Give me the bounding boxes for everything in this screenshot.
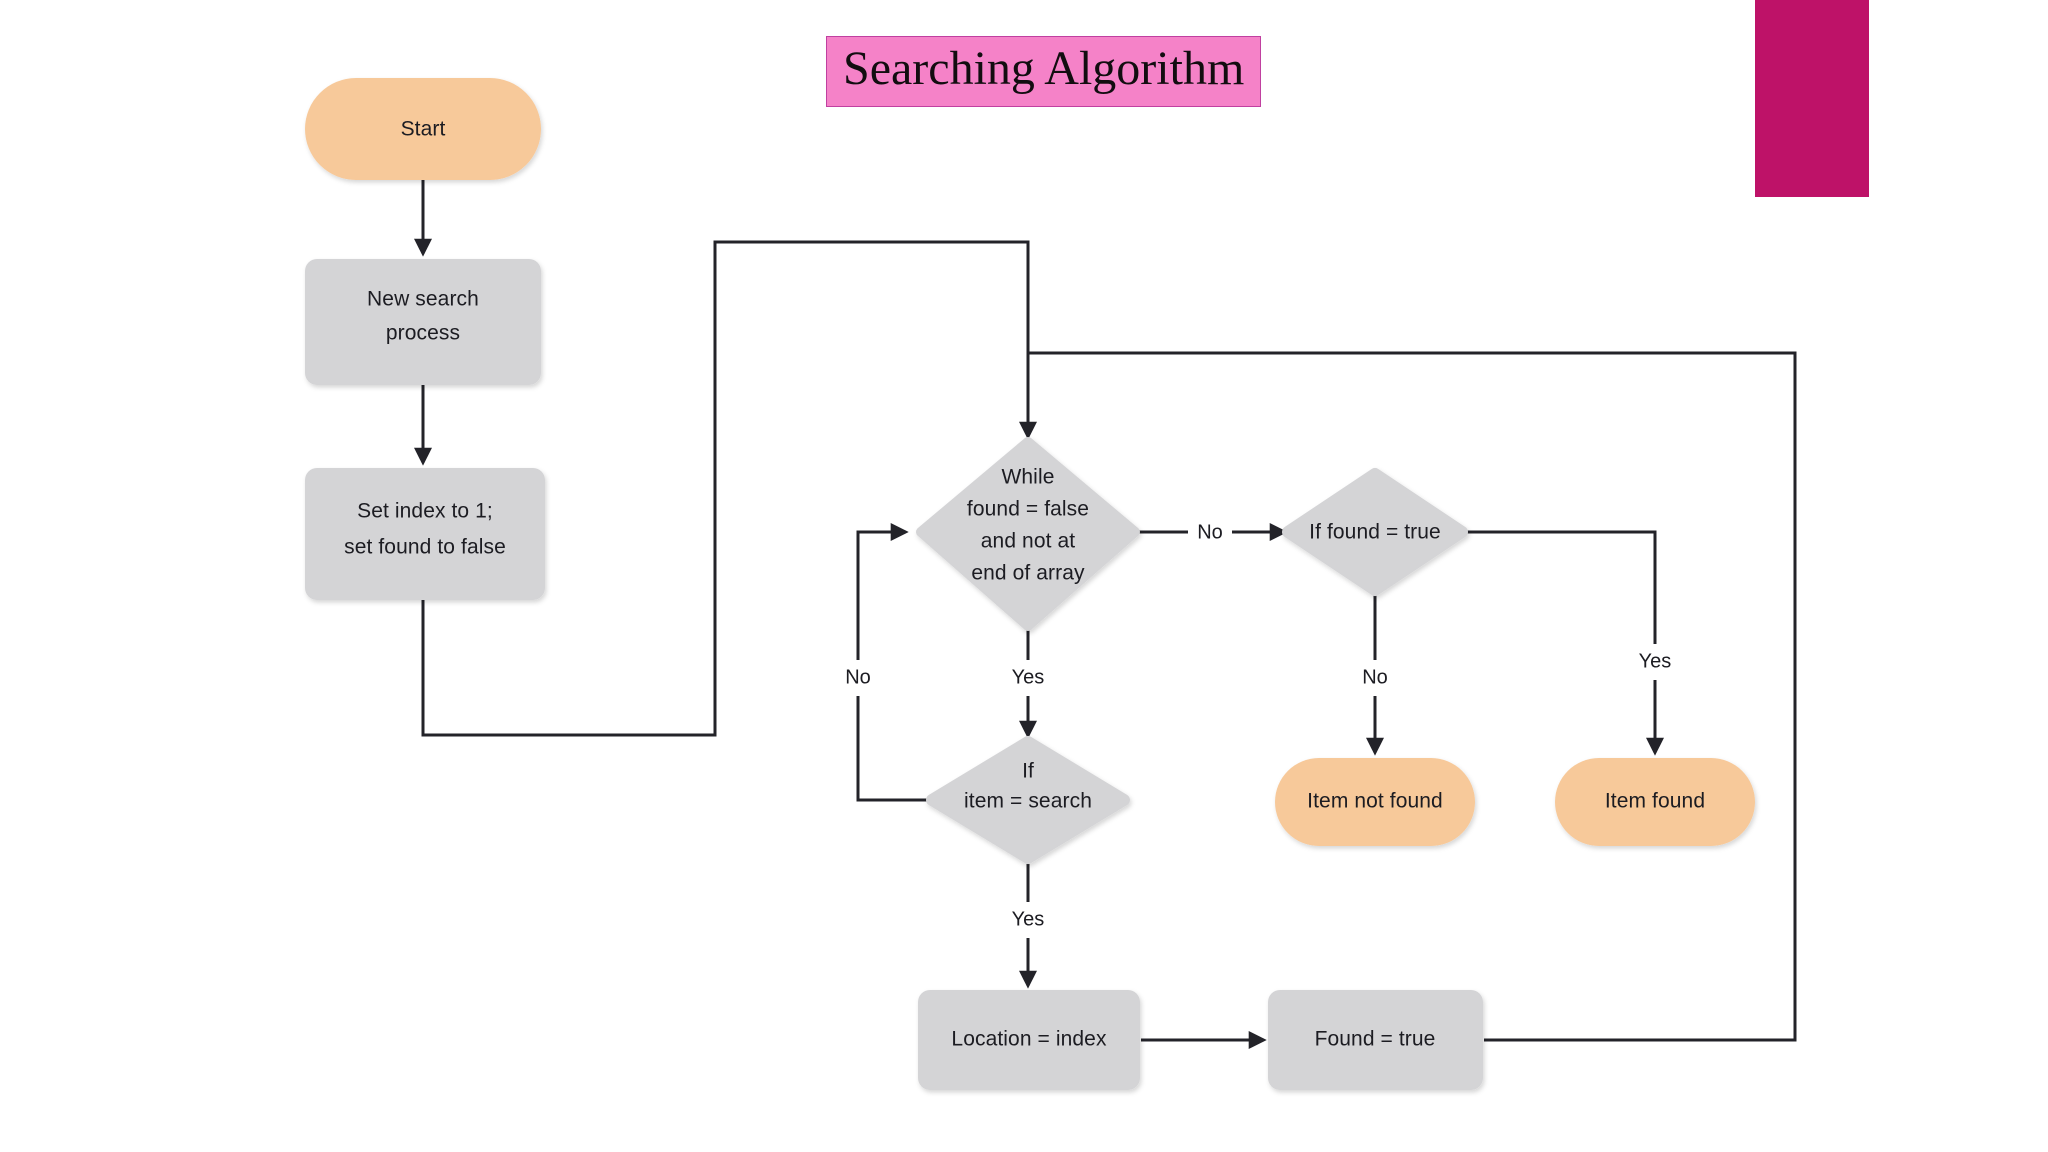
node-found-true-label: Found = true bbox=[1315, 1028, 1436, 1051]
node-item-found[interactable]: Item found bbox=[1555, 758, 1755, 846]
edge-label-if-item-no: No bbox=[836, 660, 880, 696]
node-item-not-found[interactable]: Item not found bbox=[1275, 758, 1475, 846]
node-while-decision[interactable]: While found = false and not at end of ar… bbox=[916, 437, 1140, 631]
node-start[interactable]: Start bbox=[305, 78, 541, 180]
page-title: Searching Algorithm bbox=[843, 42, 1245, 95]
node-while-line1: While bbox=[1001, 466, 1054, 489]
node-item-not-found-label: Item not found bbox=[1307, 790, 1443, 813]
svg-text:Yes: Yes bbox=[1639, 650, 1672, 672]
node-while-line2: found = false bbox=[967, 498, 1089, 521]
edge-label-while-yes: Yes bbox=[1002, 660, 1054, 696]
node-if-found-decision[interactable]: If found = true bbox=[1282, 468, 1468, 596]
node-location-label: Location = index bbox=[951, 1028, 1107, 1051]
edge-if-found-yes-to-item-found bbox=[1466, 530, 1664, 756]
node-if-item-line1: If bbox=[1022, 760, 1034, 783]
node-start-label: Start bbox=[401, 118, 446, 141]
edge-set-index-to-while bbox=[421, 240, 1037, 737]
node-if-item-decision[interactable]: If item = search bbox=[926, 736, 1130, 864]
node-set-index-line2: set found to false bbox=[344, 536, 506, 559]
node-while-line3: and not at bbox=[981, 530, 1075, 553]
node-location-index[interactable]: Location = index bbox=[918, 990, 1140, 1090]
svg-text:No: No bbox=[1362, 666, 1388, 688]
svg-text:No: No bbox=[845, 666, 871, 688]
edge-found-true-to-while bbox=[1028, 351, 1797, 1042]
node-found-true[interactable]: Found = true bbox=[1268, 990, 1483, 1090]
node-item-found-label: Item found bbox=[1605, 790, 1705, 813]
node-new-search-process[interactable]: New search process bbox=[305, 259, 541, 385]
node-new-search-line2: process bbox=[386, 322, 460, 345]
node-set-index[interactable]: Set index to 1; set found to false bbox=[305, 468, 545, 600]
node-set-index-line1: Set index to 1; bbox=[357, 500, 493, 523]
node-if-found-label: If found = true bbox=[1309, 521, 1441, 544]
node-if-item-line2: item = search bbox=[964, 790, 1092, 813]
edge-label-if-item-yes: Yes bbox=[1002, 902, 1054, 938]
decorative-accent-rectangle bbox=[1755, 0, 1869, 197]
svg-text:Yes: Yes bbox=[1012, 666, 1045, 688]
node-new-search-line1: New search bbox=[367, 288, 479, 311]
node-while-line4: end of array bbox=[971, 562, 1085, 585]
edge-label-if-found-no: No bbox=[1353, 660, 1397, 696]
svg-text:No: No bbox=[1197, 521, 1223, 543]
edge-label-while-no: No bbox=[1188, 514, 1232, 550]
page-title-highlight: Searching Algorithm bbox=[826, 36, 1262, 108]
svg-text:Yes: Yes bbox=[1012, 908, 1045, 930]
edge-label-if-found-yes: Yes bbox=[1629, 644, 1681, 680]
